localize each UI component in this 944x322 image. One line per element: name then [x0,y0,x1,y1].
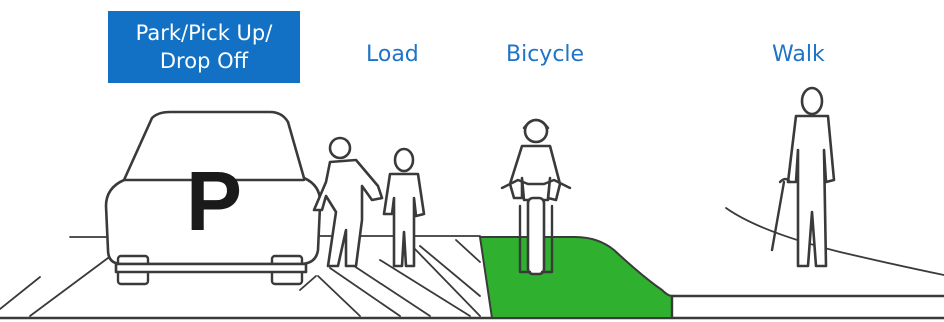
park-zone-label: Park/Pick Up/ Drop Off [108,11,300,83]
park-label-line-1: Park/Pick Up/ [108,19,300,47]
standing-person-icon [384,149,424,266]
parking-sign-letter: P [186,154,242,248]
pedestrian-with-cane-icon [772,88,834,266]
loading-person-icon [314,138,382,266]
walk-zone-label: Walk [772,42,825,68]
bicycle-zone-label: Bicycle [506,42,584,68]
load-zone-label: Load [366,42,419,68]
park-label-line-2: Drop Off [108,47,300,75]
bike-lane [480,237,672,318]
